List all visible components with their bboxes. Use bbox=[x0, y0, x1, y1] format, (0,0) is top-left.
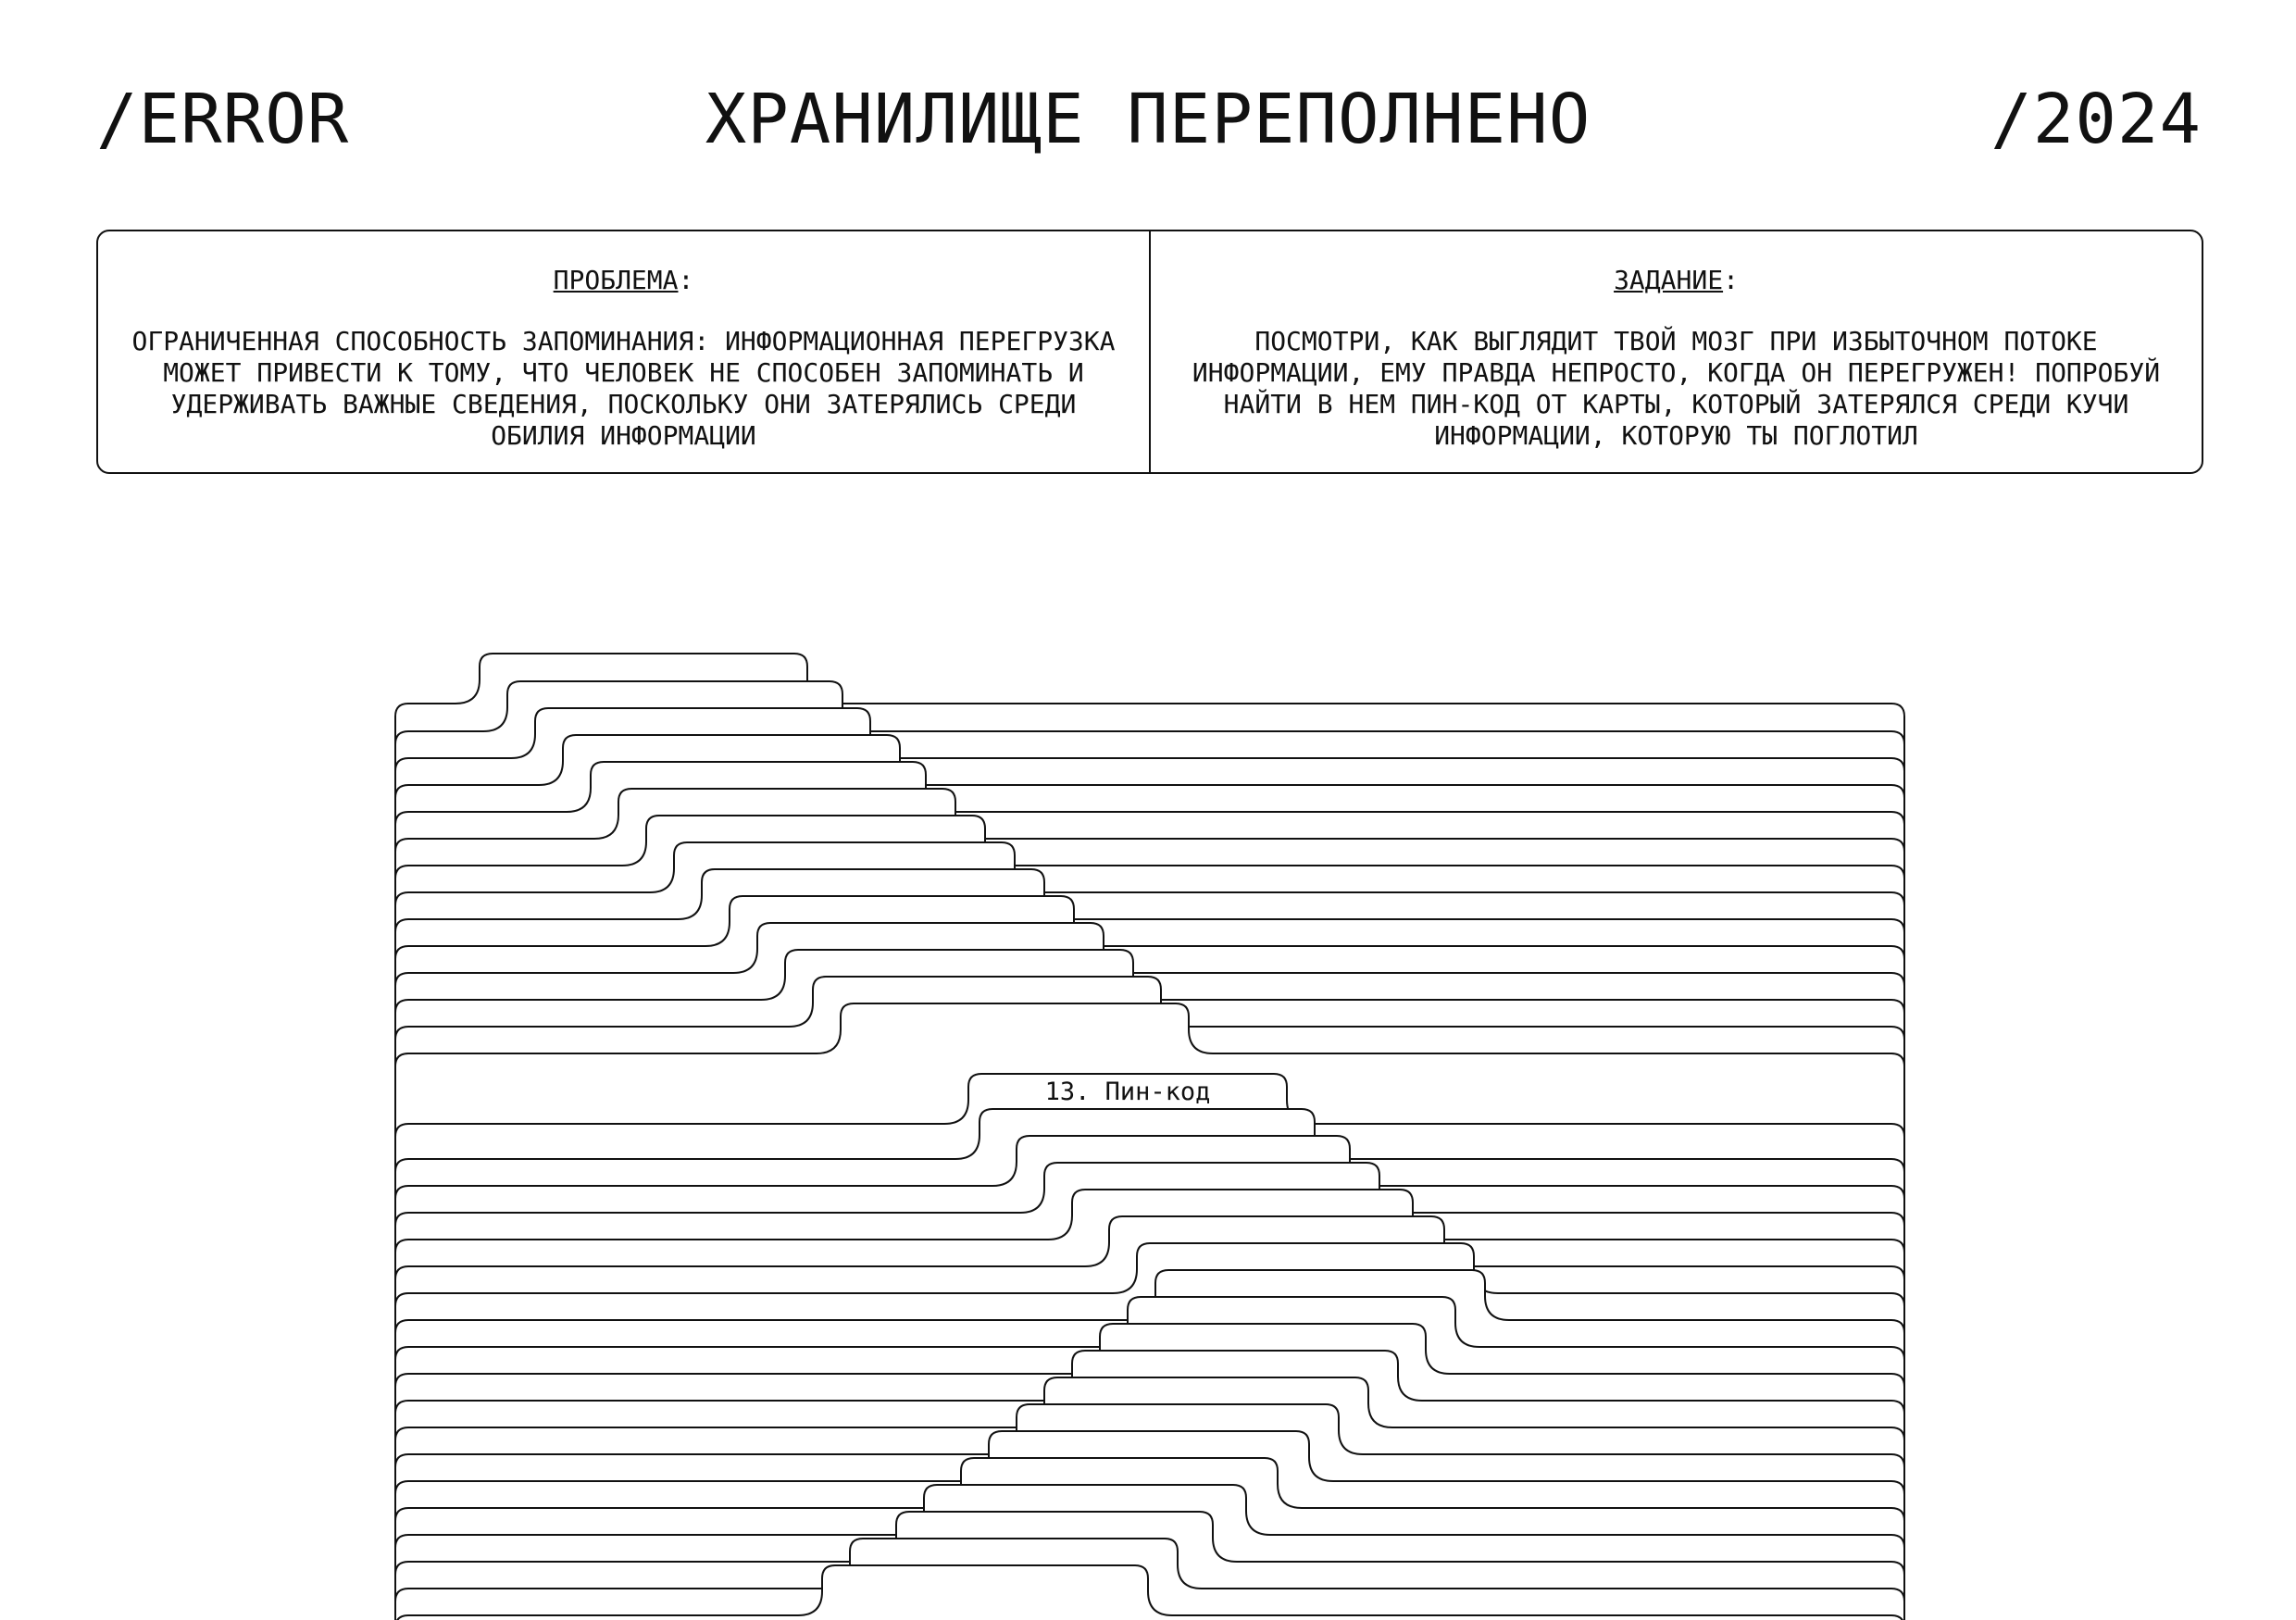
pin-code-tab-label: 13. Пин-код bbox=[1045, 1078, 1211, 1106]
problem-text: ОГРАНИЧЕННАЯ СПОСОБНОСТЬ ЗАПОМИНАНИЯ: ИН… bbox=[131, 326, 1116, 451]
task-panel: ЗАДАНИЕ: ПОСМОТРИ, КАК ВЫГЛЯДИТ ТВОЙ МОЗ… bbox=[1149, 231, 2202, 472]
folder-33[interactable] bbox=[395, 1564, 1904, 1620]
folder-32[interactable] bbox=[394, 1538, 1905, 1620]
info-box: ПРОБЛЕМА: ОГРАНИЧЕННАЯ СПОСОБНОСТЬ ЗАПОМ… bbox=[96, 230, 2203, 474]
task-heading: ЗАДАНИЕ bbox=[1614, 265, 1724, 295]
problem-heading: ПРОБЛЕМА bbox=[553, 265, 679, 295]
page-title: ХРАНИЛИЩЕ ПЕРЕПОЛНЕНО bbox=[705, 80, 1591, 159]
problem-panel: ПРОБЛЕМА: ОГРАНИЧЕННАЯ СПОСОБНОСТЬ ЗАПОМ… bbox=[98, 231, 1149, 472]
task-text: ПОСМОТРИ, КАК ВЫГЛЯДИТ ТВОЙ МОЗГ ПРИ ИЗБ… bbox=[1192, 326, 2161, 451]
header-left-tag: /ERROR bbox=[96, 80, 350, 159]
header-right-year: /2024 bbox=[1990, 80, 2202, 159]
